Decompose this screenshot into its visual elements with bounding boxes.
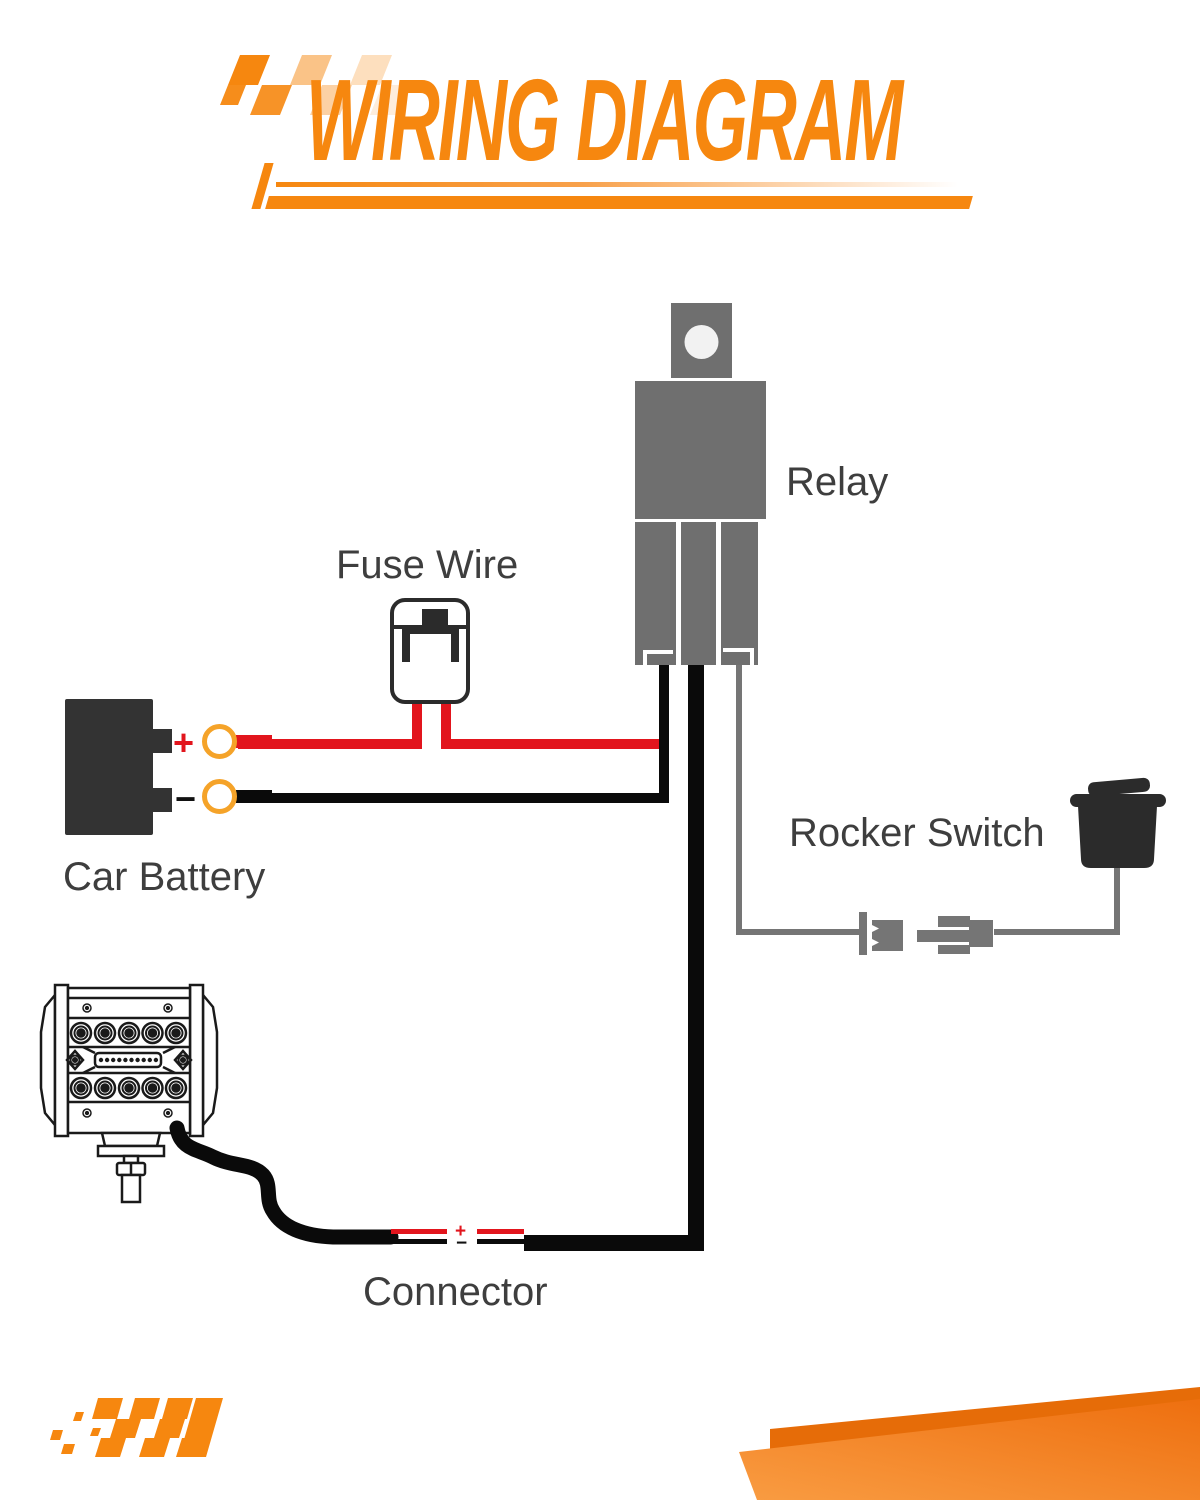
page-title: WIRING DIAGRAM — [306, 55, 903, 185]
relay-label: Relay — [786, 460, 889, 504]
switch-inline-connector-icon — [859, 912, 993, 955]
fuse-holder-icon — [390, 598, 470, 704]
fuse-wire-label: Fuse Wire — [336, 543, 519, 587]
checkered-flag-top-left-icon — [220, 55, 412, 115]
light-connector-leads — [391, 1229, 524, 1244]
light-bar-mount-bracket — [96, 1131, 166, 1204]
checkered-flag-bottom-left-icon — [50, 1398, 223, 1457]
switch-signal-wire — [736, 665, 1120, 935]
connector-label: Connector — [363, 1270, 548, 1314]
car-battery-icon — [65, 699, 237, 835]
orange-wedge-bottom-right — [739, 1387, 1200, 1500]
connector-negative-mark: − — [456, 1233, 468, 1254]
rocker-switch-label: Rocker Switch — [789, 811, 1045, 855]
light-power-wire — [524, 665, 704, 1251]
connector-positive-mark: + — [455, 1221, 467, 1242]
red-power-wire — [236, 701, 660, 749]
ring-terminal-positive-icon — [202, 724, 237, 759]
title-underline-thick — [265, 196, 973, 209]
battery-negative-mark: − — [175, 778, 197, 819]
battery-positive-mark: + — [173, 722, 195, 763]
light-bar-middle-strip — [65, 1045, 193, 1075]
car-battery-label: Car Battery — [63, 855, 266, 899]
led-light-bar-icon — [39, 983, 219, 1204]
ground-wire — [236, 665, 669, 803]
relay-mount-hole — [684, 325, 719, 359]
light-bar-lead-wire — [169, 1120, 399, 1245]
title-underline-thin — [276, 182, 958, 187]
ring-terminal-negative-icon — [202, 779, 237, 814]
led-row-top — [69, 1021, 188, 1045]
rocker-switch-icon — [1070, 777, 1166, 868]
relay-icon — [635, 303, 766, 665]
led-row-bottom — [69, 1076, 188, 1100]
